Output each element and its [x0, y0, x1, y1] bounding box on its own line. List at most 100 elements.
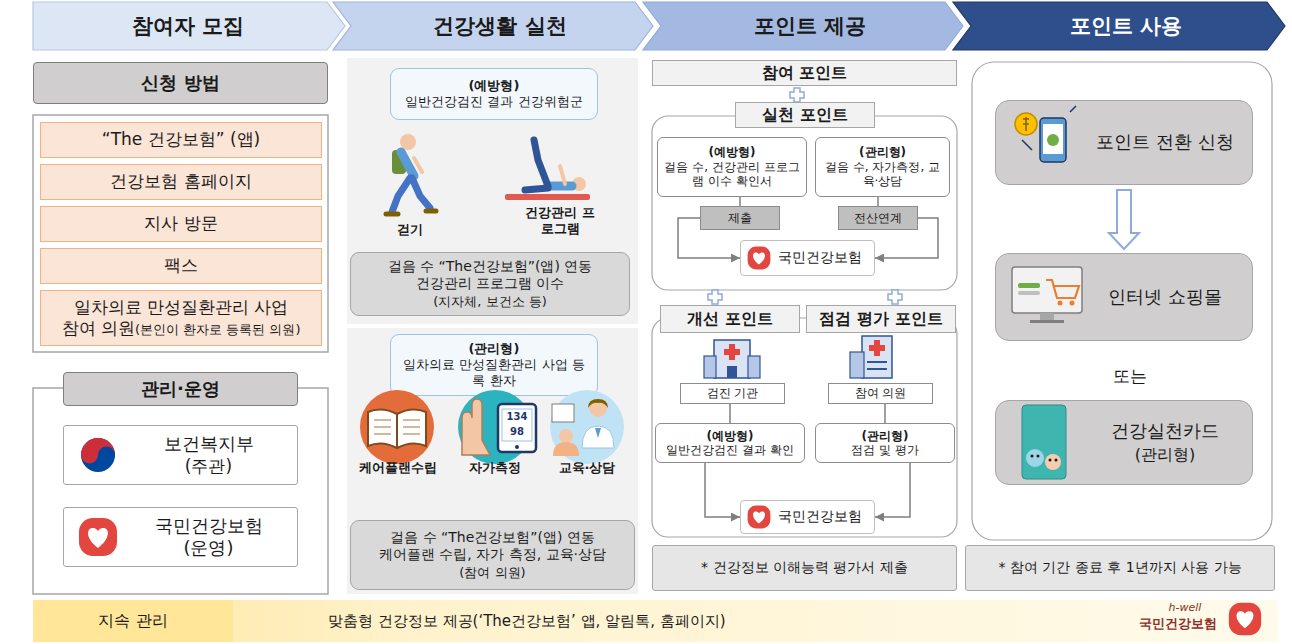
shopping-mall-icon [1012, 267, 1082, 323]
node-text: (지자체, 보건소 등) [433, 294, 547, 309]
text-line: (예방형) [469, 78, 520, 94]
text-line: 일반건강검진 결과 건강위험군 [405, 94, 582, 110]
node-text: (관리형) [862, 429, 909, 443]
node-text: 제출 [728, 211, 752, 225]
method-box: “The 건강보험” (앱) [40, 122, 322, 158]
text-line: 건강생활 실천 [433, 13, 566, 39]
method-box: 일차의료 만성질환관리 사업참여 의원(본인이 환자로 등록된 의원) [40, 290, 322, 346]
text-line: 지사 방문 [144, 213, 217, 234]
text-line: 제출 [728, 211, 752, 226]
text-line: 걸음 수, 자가측정, 교육·상담 [822, 160, 943, 189]
node-text: 걸음 수, 자가측정, 교육·상담 [825, 160, 940, 188]
text-line: 보건복지부 [164, 433, 254, 456]
nhis-logo [1229, 603, 1261, 635]
text-line: (주관) [185, 455, 232, 478]
text-line: 맞춤형 건강정보 제공(‘The건강보험’ 앱, 알림톡, 홈페이지) [328, 612, 726, 631]
text-line: 포인트 사용 [1070, 13, 1182, 39]
use-panel [972, 62, 1272, 540]
connector-line [739, 197, 741, 206]
text-line: 점검 및 평가 [851, 443, 919, 457]
hollow-arrow [1109, 190, 1139, 249]
nhis-box: 국민건강보험 [740, 500, 875, 534]
logo-text: h-well [1150, 601, 1220, 615]
node-text: 포인트 사용 [1070, 14, 1182, 38]
chevron-shape [333, 2, 653, 50]
node-text: “The 건강보험” (앱) [102, 129, 260, 149]
self-measure-icon [458, 390, 536, 464]
text-line: 참여 포인트 [762, 63, 848, 83]
node-text: 점검 평가 포인트 [819, 309, 942, 328]
connector-line [678, 218, 740, 258]
text-line: 검진 기관 [707, 386, 759, 401]
text-line: 걸음 수 “The건강보험”(앱) 연동 [390, 529, 595, 547]
node-text: (관리형) [1135, 445, 1195, 464]
plus-sign [888, 290, 902, 304]
logo-text: 국민건강보험 [1130, 616, 1225, 632]
text-line: 신청 방법 [141, 72, 219, 95]
stage-chevron: 포인트 사용 [953, 2, 1285, 50]
apply-panel [33, 115, 328, 352]
activity-box: 걸음 수 “The건강보험”(앱) 연동케어플랜 수립, 자가 측정, 교육·상… [350, 520, 635, 590]
plus-sign [790, 88, 804, 102]
node-text: 국민건강보험 [155, 515, 263, 536]
stage-chevron: 건강생활 실천 [333, 2, 653, 50]
text-line: (지자체, 보건소 등) [433, 293, 547, 311]
node-text: (운영) [183, 537, 233, 558]
point-detail-box: (예방형)일반건강검진 결과 확인 [655, 423, 805, 463]
node-text: 국민건강보험 [778, 249, 862, 265]
node-text: 케어플랜 수립, 자가 측정, 교육·상담 [379, 546, 606, 562]
node-text: (관리형) [859, 145, 906, 159]
node-text: (예방형) [709, 145, 756, 159]
text-line: 케어플랜 수립, 자가 측정, 교육·상담 [379, 546, 606, 564]
node-text: 일차의료 만성질환관리 사업 [74, 297, 289, 317]
text-line: (관리형) [862, 429, 909, 443]
band-label: 지속 관리 [33, 600, 233, 642]
node-text: 건강실천카드 [1111, 420, 1219, 441]
text-line: 일차의료 만성질환관리 사업 [74, 297, 289, 318]
target-box: (예방형)일반건강검진 결과 건강위험군 [390, 68, 598, 120]
node-text: 건강관리 프로그램 이수 [416, 275, 565, 291]
text-line: 참여자 모집 [132, 13, 244, 39]
node-text: 참여 포인트 [762, 63, 848, 82]
node-text: 개선 포인트 [687, 309, 773, 328]
text-line: 팩스 [164, 255, 198, 276]
node-text: 포인트 전환 신청 [1096, 131, 1233, 152]
node-text: 걸음 수, 건강관리 프로그램 이수 확인서 [664, 160, 799, 188]
text-line: 인터넷 쇼핑몰 [1108, 286, 1222, 309]
node-text: 일반건강검진 결과 확인 [666, 443, 794, 457]
text-line: * 건강정보 이해능력 평가서 제출 [701, 559, 908, 577]
node-text: 포인트 제공 [754, 14, 866, 38]
prevent-panel [347, 58, 638, 324]
text-line: 건강관리 프로그램 이수 [416, 275, 565, 293]
method-tag: 제출 [700, 206, 780, 230]
node-text: 건강보험 홈페이지 [110, 171, 251, 191]
figure-caption: 걷기 [388, 222, 432, 238]
nhis-logo [748, 506, 771, 529]
node-text: (참여 의원) [459, 565, 525, 580]
node-text: (본인이 환자로 등록된 의원) [135, 322, 301, 337]
node-text: 지속 관리 [98, 611, 167, 630]
operate-panel [33, 388, 328, 594]
section-heading: 신청 방법 [33, 62, 328, 104]
node-text: 팩스 [164, 255, 198, 275]
use-step-box: 포인트 전환 신청 [995, 100, 1253, 185]
node-text: (예방형) [469, 78, 520, 93]
text-line: (관리형) [859, 145, 906, 159]
text-line: (예방형) [709, 145, 756, 159]
point-tag: 참여 포인트 [652, 60, 957, 86]
node-text: 인터넷 쇼핑몰 [1108, 286, 1222, 307]
activity-box: 걸음 수 “The건강보험”(앱) 연동건강관리 프로그램 이수(지자체, 보건… [350, 252, 630, 316]
node-text: 일반건강검진 결과 건강위험군 [405, 94, 582, 109]
text-line: (운영) [183, 537, 233, 560]
text-line: (참여 의원) [459, 564, 525, 582]
text-line: 포인트 전환 신청 [1096, 131, 1233, 154]
point-tag: 개선 포인트 [660, 305, 800, 333]
connector-line [877, 197, 879, 206]
connector-line [729, 404, 731, 423]
agency-box: 국민건강보험(운영) [63, 507, 298, 567]
text-line: 국민건강보험 [155, 515, 263, 538]
text-line: 일반건강검진 결과 확인 [666, 443, 794, 457]
point-detail-box: (관리형)점검 및 평가 [815, 423, 955, 463]
node-text: 보건복지부 [164, 433, 254, 454]
monitor-reading: 134 [503, 411, 531, 424]
